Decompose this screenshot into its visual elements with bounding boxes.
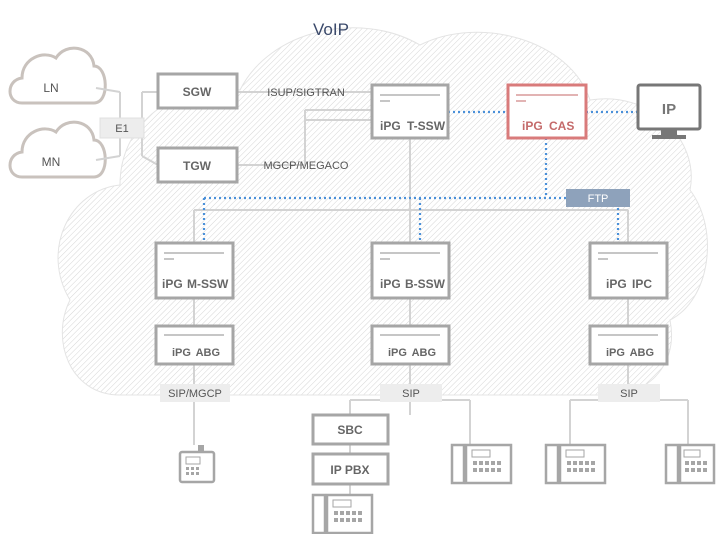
desk-phone-icon-4: [664, 443, 716, 485]
sip-mgcp-label: SIP/MGCP: [168, 388, 222, 400]
ipg-logo: iPG: [172, 347, 191, 359]
svg-text:iPG CAS: iPG CAS: [522, 119, 574, 133]
svg-text:iPG M-SSW: iPG M-SSW: [162, 277, 229, 291]
sip-mid-pill: SIP: [380, 384, 442, 402]
mobile-phone-icon: [178, 445, 216, 484]
ftp-badge: FTP: [566, 189, 630, 207]
diagram-title: VoIP: [313, 20, 349, 39]
cas-node: iPG CAS: [506, 83, 588, 140]
ftp-label: FTP: [588, 193, 609, 205]
sbc-label: SBC: [337, 423, 363, 437]
ipg-logo: iPG: [606, 347, 625, 359]
sip-mgcp-pill: SIP/MGCP: [160, 384, 230, 402]
m-ssw-label: M-SSW: [187, 277, 229, 291]
ipc-label: IPC: [632, 277, 652, 291]
ipg-logo: iPG: [522, 119, 543, 133]
sip-right-label: SIP: [620, 388, 638, 400]
t-ssw-label: T-SSW: [407, 119, 446, 133]
isup-sigtran-label: ISUP/SIGTRAN: [267, 87, 345, 99]
abg-node-2: iPG ABG: [370, 324, 451, 366]
t-ssw-node: iPG T-SSW: [370, 83, 450, 140]
sip-right-pill: SIP: [598, 384, 660, 402]
cas-label: CAS: [549, 119, 574, 133]
ipg-logo: iPG: [380, 119, 401, 133]
desk-phone-icon-3: [544, 443, 607, 485]
ip-pbx-node: IP PBX: [311, 452, 390, 486]
abg-label: ABG: [196, 347, 220, 359]
m-ssw-node: iPG M-SSW: [154, 241, 235, 300]
b-ssw-node: iPG B-SSW: [370, 241, 451, 300]
ipc-node: iPG IPC: [588, 241, 669, 300]
abg-label: ABG: [630, 347, 654, 359]
mn-cloud: MN: [8, 120, 107, 179]
ip-pbx-label: IP PBX: [330, 463, 369, 477]
sip-mid-label: SIP: [402, 388, 420, 400]
b-ssw-label: B-SSW: [405, 277, 446, 291]
svg-text:iPG ABG: iPG ABG: [172, 347, 220, 359]
monitor-icon: IP: [636, 83, 702, 139]
mgcp-megaco-label: MGCP/MEGACO: [264, 160, 349, 172]
svg-text:iPG ABG: iPG ABG: [388, 347, 436, 359]
ipg-logo: iPG: [162, 277, 183, 291]
svg-text:iPG T-SSW: iPG T-SSW: [380, 119, 446, 133]
desk-phone-icon-pbx: [311, 493, 374, 534]
e1-badge: E1: [99, 117, 145, 139]
tgw-node: TGW: [156, 146, 239, 184]
ipg-logo: iPG: [388, 347, 407, 359]
ln-label: LN: [43, 81, 58, 95]
sgw-label: SGW: [183, 85, 212, 99]
abg-node-3: iPG ABG: [588, 324, 669, 366]
sgw-node: SGW: [156, 72, 239, 110]
abg-label: ABG: [412, 347, 436, 359]
dotted-management-links: [202, 110, 637, 243]
svg-text:iPG B-SSW: iPG B-SSW: [380, 277, 446, 291]
tgw-label: TGW: [183, 159, 212, 173]
svg-text:iPG ABG: iPG ABG: [606, 347, 654, 359]
svg-text:iPG IPC: iPG IPC: [606, 277, 652, 291]
desk-phone-icon-2: [450, 443, 513, 485]
sbc-node: SBC: [311, 413, 390, 446]
mn-label: MN: [42, 155, 61, 169]
monitor-ip-glyph: IP: [662, 101, 676, 118]
abg-node-1: iPG ABG: [154, 324, 235, 366]
ipg-logo: iPG: [380, 277, 401, 291]
e1-label: E1: [115, 123, 128, 135]
ipg-logo: iPG: [606, 277, 627, 291]
ln-cloud: LN: [8, 46, 107, 105]
